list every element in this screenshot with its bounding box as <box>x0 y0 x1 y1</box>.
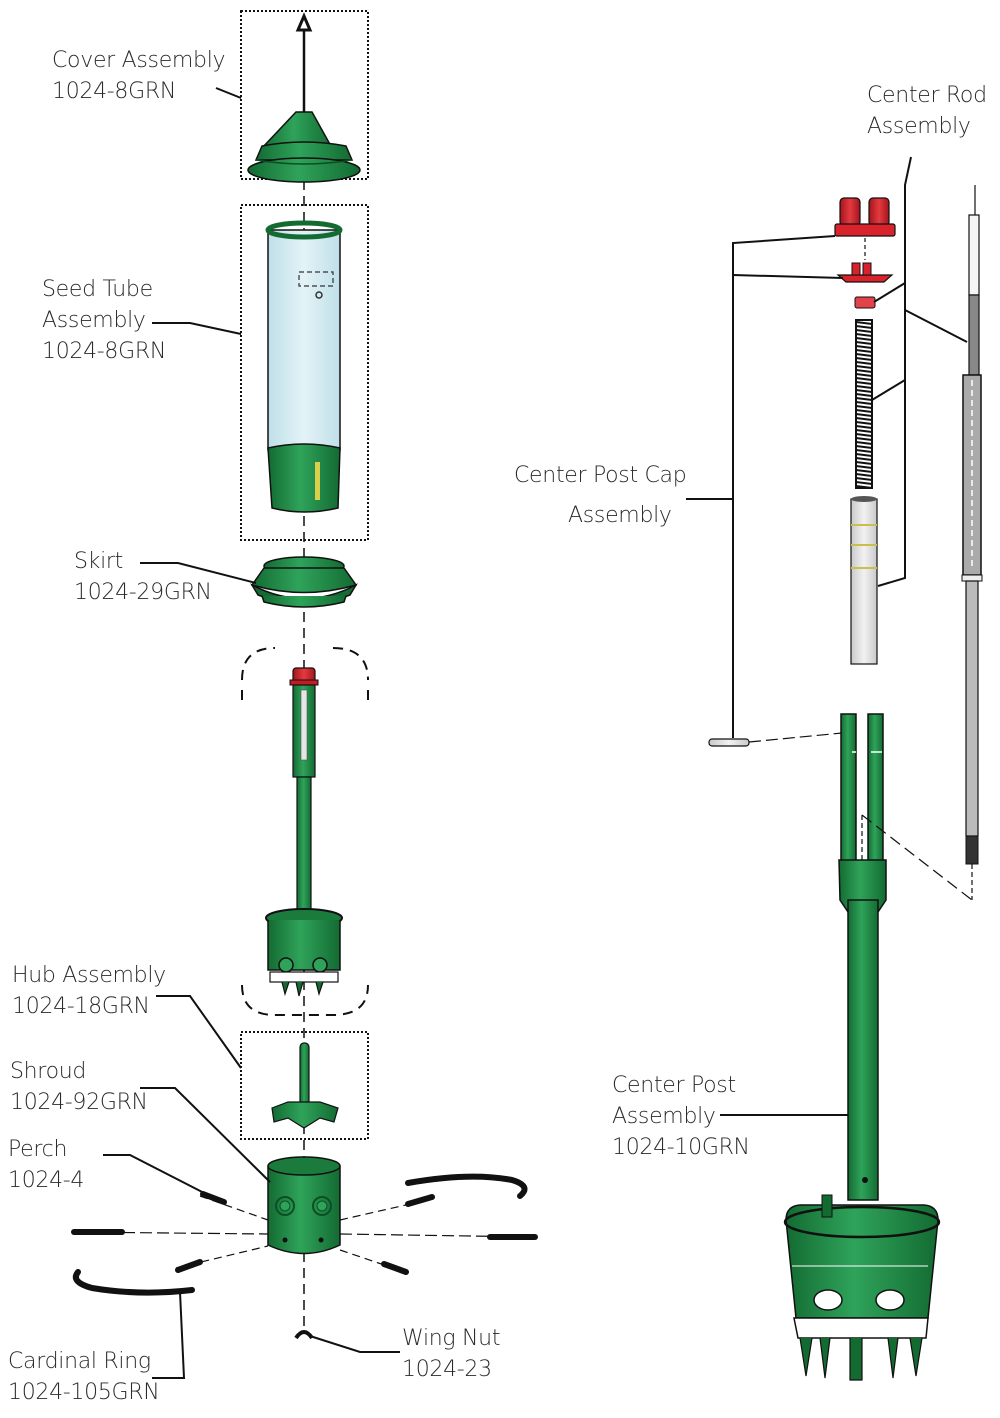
center-post-cap-parts <box>834 197 896 309</box>
label-cardinal-ring-name: Cardinal Ring <box>8 1349 151 1374</box>
cover-assembly-part <box>240 10 369 183</box>
label-shroud-name: Shroud <box>10 1059 87 1084</box>
label-center-post-name-1: Center Post <box>612 1073 736 1098</box>
label-skirt-name: Skirt <box>74 549 123 574</box>
label-center-post-cap-name-1: Center Post Cap <box>514 463 687 488</box>
center-post-sleeve-part <box>850 496 878 665</box>
label-shroud-part: 1024-92GRN <box>10 1090 148 1115</box>
leader-cover <box>215 87 242 99</box>
label-seed-tube-assembly: Seed Tube Assembly 1024-8GRN <box>42 274 166 367</box>
label-center-post-assembly: Center Post Assembly 1024-10GRN <box>612 1070 750 1163</box>
skirt-part <box>249 556 359 608</box>
shroud-part <box>240 1031 369 1140</box>
label-center-rod-name-2: Assembly <box>867 114 971 139</box>
leader-wing-nut <box>309 1335 400 1353</box>
wing-nut-part <box>294 1330 314 1340</box>
leader-perch <box>103 1154 211 1197</box>
label-cardinal-ring-part: 1024-105GRN <box>8 1380 160 1405</box>
label-center-post-name-2: Assembly <box>612 1104 716 1129</box>
label-cover-name: Cover Assembly <box>52 48 226 73</box>
perch-dowels <box>71 1191 538 1275</box>
label-perch-name: Perch <box>8 1137 68 1162</box>
leader-shroud <box>140 1087 271 1183</box>
label-cover-part: 1024-8GRN <box>52 79 177 104</box>
label-cover-assembly: Cover Assembly 1024-8GRN <box>52 45 226 107</box>
pin-part <box>708 732 843 747</box>
leader-center-rod-main <box>877 156 912 587</box>
label-seed-tube-name-1: Seed Tube <box>42 277 153 302</box>
label-seed-tube-name-2: Assembly <box>42 308 146 333</box>
leader-lines <box>103 87 968 1379</box>
leader-center-post-cap <box>686 235 836 500</box>
label-wing-nut: Wing Nut 1024-23 <box>402 1323 500 1385</box>
label-center-rod-name-1: Center Rod <box>867 83 987 108</box>
leader-center-rod-spring <box>871 379 906 401</box>
label-skirt: Skirt 1024-29GRN <box>74 546 212 608</box>
seed-tube-assembly-part <box>240 204 369 541</box>
label-shroud: Shroud 1024-92GRN <box>10 1056 148 1118</box>
cardinal-rings <box>72 1173 528 1296</box>
label-cardinal-ring: Cardinal Ring 1024-105GRN <box>8 1346 160 1408</box>
label-center-rod-assembly: Center Rod Assembly <box>867 80 987 142</box>
leader-skirt <box>140 562 257 584</box>
label-wing-nut-name: Wing Nut <box>402 1326 501 1351</box>
label-perch: Perch 1024-4 <box>8 1134 84 1196</box>
leader-center-post-cap-2 <box>732 274 844 279</box>
label-perch-part: 1024-4 <box>8 1168 85 1193</box>
label-skirt-part: 1024-29GRN <box>74 580 212 605</box>
leader-cardinal-ring <box>152 1291 186 1379</box>
leader-center-rod-nut <box>873 282 906 303</box>
label-wing-nut-part: 1024-23 <box>402 1357 492 1382</box>
perch-hub-cylinder <box>267 1156 341 1255</box>
center-rod-part <box>961 185 983 900</box>
hub-assembly-part <box>241 647 369 1016</box>
leader-hub <box>156 995 242 1069</box>
leader-seed-tube <box>152 322 242 335</box>
label-center-post-cap-name-2: Assembly <box>568 503 672 528</box>
leader-center-rod-rod <box>904 309 968 343</box>
spring-part <box>855 319 873 489</box>
label-hub-assembly: Hub Assembly 1024-18GRN <box>12 960 166 1022</box>
label-seed-tube-part: 1024-8GRN <box>42 339 167 364</box>
label-hub-part: 1024-18GRN <box>12 994 150 1019</box>
label-center-post-cap-assembly: Center Post Cap Assembly <box>514 456 687 536</box>
label-center-post-part: 1024-10GRN <box>612 1135 750 1160</box>
center-post-assembly-part <box>783 713 973 1381</box>
label-hub-name: Hub Assembly <box>12 963 166 988</box>
